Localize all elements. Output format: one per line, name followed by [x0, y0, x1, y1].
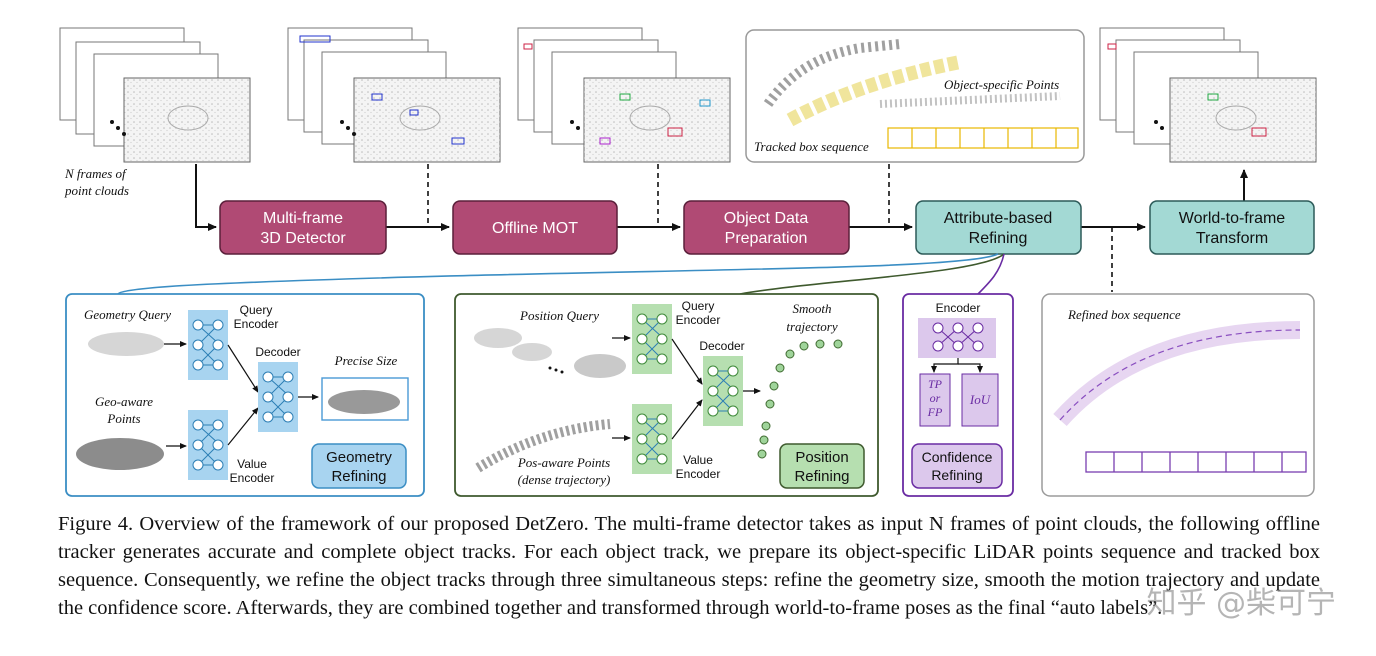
- refined-box-panel: Refined box sequence: [1041, 293, 1315, 497]
- pos-decoder-label: Decoder: [699, 339, 744, 353]
- refined-box-label: Refined box sequence: [1067, 307, 1181, 322]
- precise-size-label: Precise Size: [334, 353, 398, 368]
- position-query-label: Position Query: [519, 308, 599, 323]
- dashed-connectors: [427, 164, 1113, 292]
- tracker-output-stack: [517, 27, 731, 163]
- stage-offline-mot: Offline MOT: [452, 200, 618, 255]
- iou-label: IoU: [969, 392, 992, 407]
- pos-aware-points-label: Pos-aware Points(dense trajectory): [517, 455, 611, 487]
- tracked-box-label: Tracked box sequence: [754, 139, 869, 154]
- figure-caption: Figure 4. Overview of the framework of o…: [58, 513, 1320, 619]
- position-refining-panel: Position Query Pos-aware Points(dense tr…: [454, 293, 879, 497]
- trajectory-dots: [757, 339, 843, 459]
- object-data-panel: Object-specific Points Tracked box seque…: [745, 29, 1085, 163]
- object-points-label: Object-specific Points: [944, 77, 1059, 92]
- detector-output-stack: [287, 27, 501, 163]
- refining-branch-curves: [117, 253, 1005, 295]
- input-frame-stack: [59, 27, 251, 163]
- final-output-stack: [1099, 27, 1317, 163]
- geometry-query-label: Geometry Query: [84, 307, 171, 322]
- framework-diagram: Object-specific Points Tracked box seque…: [59, 27, 1317, 497]
- watermark: 知乎 @柴可宁: [1146, 586, 1336, 621]
- decoder-label: Decoder: [255, 345, 300, 359]
- confidence-encoder-label: Encoder: [936, 301, 981, 315]
- svg-text:Offline MOT: Offline MOT: [492, 220, 578, 237]
- pipeline-connectors: [195, 164, 1248, 231]
